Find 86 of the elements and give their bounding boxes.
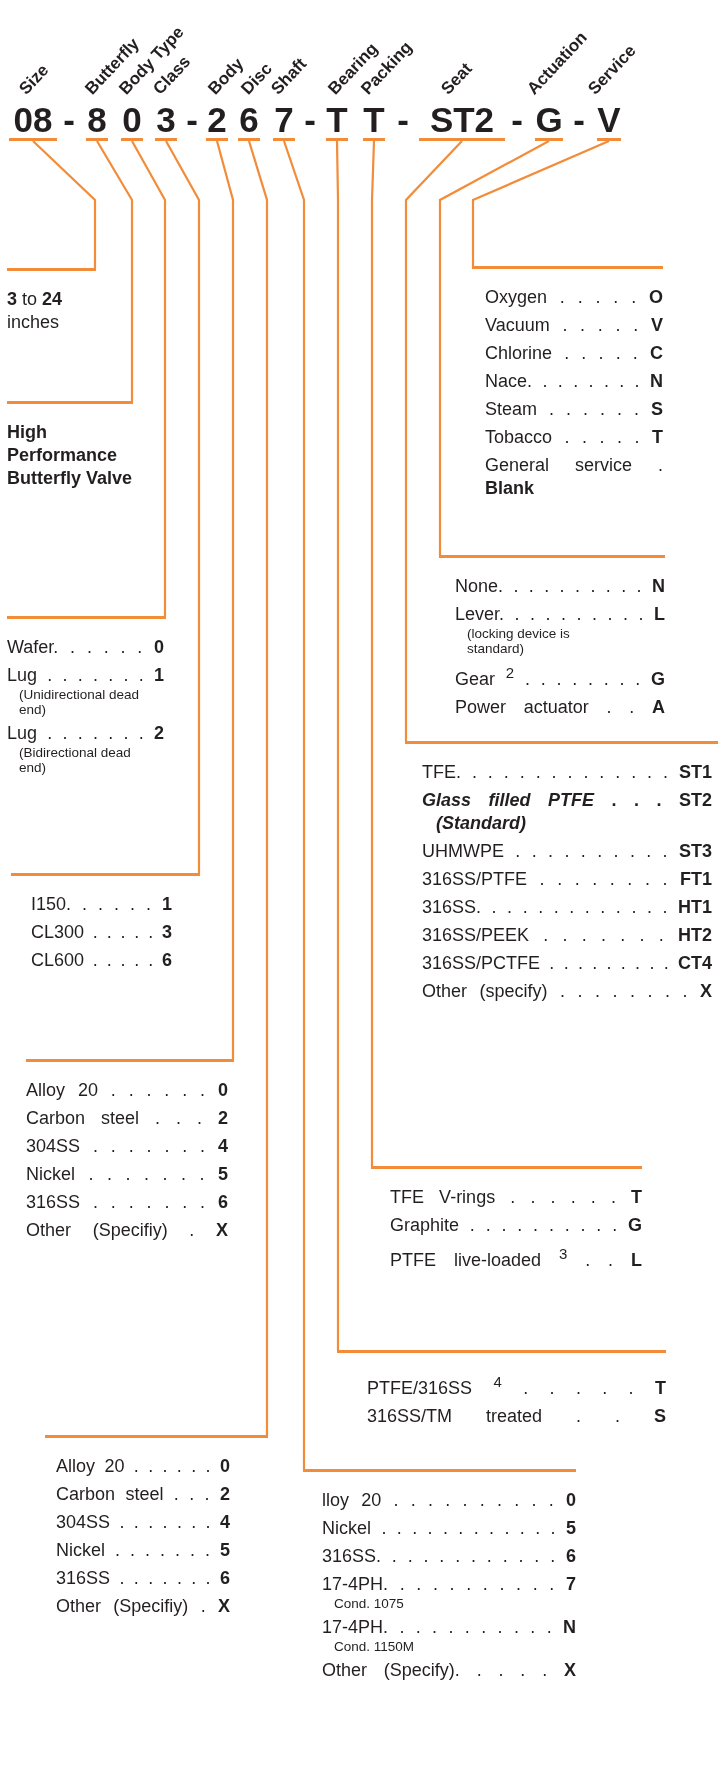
option-entry: Nickel . . . . . . . . . . . . 5 bbox=[322, 1516, 576, 1540]
leader-line bbox=[370, 140, 376, 1167]
code-character: 2 bbox=[207, 100, 227, 139]
option-entry: Other (Specifiy) . X bbox=[26, 1218, 228, 1242]
option-entry: Carbon steel . . . 2 bbox=[26, 1106, 228, 1130]
leader-line bbox=[32, 140, 97, 269]
option-note: (locking device is standard) bbox=[466, 625, 571, 656]
option-note: Cond. 1075 bbox=[333, 1595, 405, 1611]
description-text: 3 to 24 inches bbox=[7, 287, 64, 334]
option-entry: 17-4PH. . . . . . . . . . . N bbox=[322, 1615, 576, 1639]
option-note: (Bidirectional dead end) bbox=[18, 744, 132, 775]
separator-dash: - bbox=[186, 102, 198, 138]
option-entry: Chlorine . . . . . C bbox=[485, 341, 663, 365]
option-note: (Standard) bbox=[435, 811, 527, 835]
option-entry: Other (Specify). . . . . X bbox=[322, 1658, 576, 1682]
option-entry: 316SS . . . . . . . 6 bbox=[56, 1566, 230, 1590]
option-entry: CL300 . . . . . 3 bbox=[31, 920, 172, 944]
option-entry: Lever. . . . . . . . . . L bbox=[455, 602, 665, 626]
separator-dash: - bbox=[511, 102, 523, 138]
option-entry: Nace. . . . . . . . N bbox=[485, 369, 663, 393]
code-character: 7 bbox=[274, 100, 294, 139]
leader-line bbox=[131, 140, 167, 617]
option-entry: Wafer. . . . . . 0 bbox=[7, 635, 164, 659]
option-entry: TFE. . . . . . . . . . . . . . ST1 bbox=[422, 760, 712, 784]
code-character: 8 bbox=[87, 100, 107, 139]
option-entry: PTFE live-loaded $^{3}$ . . L bbox=[390, 1243, 642, 1272]
option-entry: TFE V-rings . . . . . . T bbox=[390, 1185, 642, 1209]
option-entry: Gear $^{2}$ . . . . . . . . G bbox=[455, 662, 665, 691]
option-note: Cond. 1150M bbox=[333, 1638, 416, 1654]
option-entry: None. . . . . . . . . . N bbox=[455, 574, 665, 598]
option-entry: Tobacco . . . . . T bbox=[485, 425, 663, 449]
code-character: 08 bbox=[13, 100, 53, 139]
option-entry: 304SS . . . . . . . 4 bbox=[26, 1134, 228, 1158]
option-entry: Power actuator . . A bbox=[455, 695, 665, 719]
option-entry: Oxygen . . . . . O bbox=[485, 285, 663, 309]
description-text: High Performance Butterfly Valve bbox=[7, 420, 133, 490]
separator-dash: - bbox=[573, 102, 585, 138]
option-entry: 316SS/PTFE . . . . . . . . FT1 bbox=[422, 867, 712, 891]
option-entry: Alloy 20 . . . . . . 0 bbox=[26, 1078, 228, 1102]
column-label: Size bbox=[15, 60, 54, 99]
separator-dash: - bbox=[397, 102, 409, 138]
option-entry: 316SS/PEEK . . . . . . . HT2 bbox=[422, 923, 712, 947]
option-note: (Unidirectional dead end) bbox=[18, 686, 141, 717]
option-entry: 316SS/TM treated . . S bbox=[367, 1404, 666, 1428]
leader-line bbox=[404, 140, 463, 742]
option-entry: I150. . . . . . 1 bbox=[31, 892, 172, 916]
leader-line bbox=[165, 140, 201, 874]
option-entry: Vacuum . . . . . V bbox=[485, 313, 663, 337]
option-entry: Other (specify) . . . . . . . . X bbox=[422, 979, 712, 1003]
option-entry: Lug . . . . . . . 2 bbox=[7, 721, 164, 745]
code-character: ST2 bbox=[429, 100, 495, 139]
option-entry: 316SS. . . . . . . . . . . . 6 bbox=[322, 1544, 576, 1568]
leader-line bbox=[247, 140, 269, 1436]
option-entry: 316SS. . . . . . . . . . . . . HT1 bbox=[422, 895, 712, 919]
leader-line bbox=[438, 140, 550, 556]
option-entry: Steam . . . . . . S bbox=[485, 397, 663, 421]
option-entry: Graphite . . . . . . . . . . G bbox=[390, 1213, 642, 1237]
code-character: V bbox=[597, 100, 621, 139]
separator-dash: - bbox=[304, 102, 316, 138]
option-entry: 17-4PH. . . . . . . . . . . 7 bbox=[322, 1572, 576, 1596]
option-entry: Other (Specifiy) . X bbox=[56, 1594, 230, 1618]
leader-line bbox=[335, 141, 340, 1351]
code-character: 6 bbox=[239, 100, 259, 139]
leader-line bbox=[282, 140, 306, 1470]
separator-dash: - bbox=[63, 102, 75, 138]
code-character: T bbox=[363, 100, 385, 139]
option-entry: Carbon steel . . . 2 bbox=[56, 1482, 230, 1506]
option-entry: CL600 . . . . . 6 bbox=[31, 948, 172, 972]
option-entry: General service . Blank bbox=[485, 453, 663, 500]
option-entry: Glass filled PTFE . . . ST2 bbox=[422, 788, 712, 812]
leader-line bbox=[215, 140, 235, 1060]
leader-line bbox=[471, 140, 610, 267]
option-entry: 316SS . . . . . . . 6 bbox=[26, 1190, 228, 1214]
option-entry: 304SS . . . . . . . 4 bbox=[56, 1510, 230, 1534]
option-entry: lloy 20 . . . . . . . . . . 0 bbox=[322, 1488, 576, 1512]
code-character: T bbox=[326, 100, 348, 139]
code-character: 3 bbox=[156, 100, 176, 139]
option-entry: Nickel . . . . . . . 5 bbox=[26, 1162, 228, 1186]
leader-line bbox=[96, 140, 134, 402]
option-entry: Alloy 20 . . . . . . 0 bbox=[56, 1454, 230, 1478]
option-entry: 316SS/PCTFE . . . . . . . . . CT4 bbox=[422, 951, 712, 975]
code-character: G bbox=[535, 100, 563, 139]
option-entry: Lug . . . . . . . 1 bbox=[7, 663, 164, 687]
option-entry: UHMWPE . . . . . . . . . . ST3 bbox=[422, 839, 712, 863]
code-character: 0 bbox=[122, 100, 142, 139]
option-entry: Nickel . . . . . . . 5 bbox=[56, 1538, 230, 1562]
